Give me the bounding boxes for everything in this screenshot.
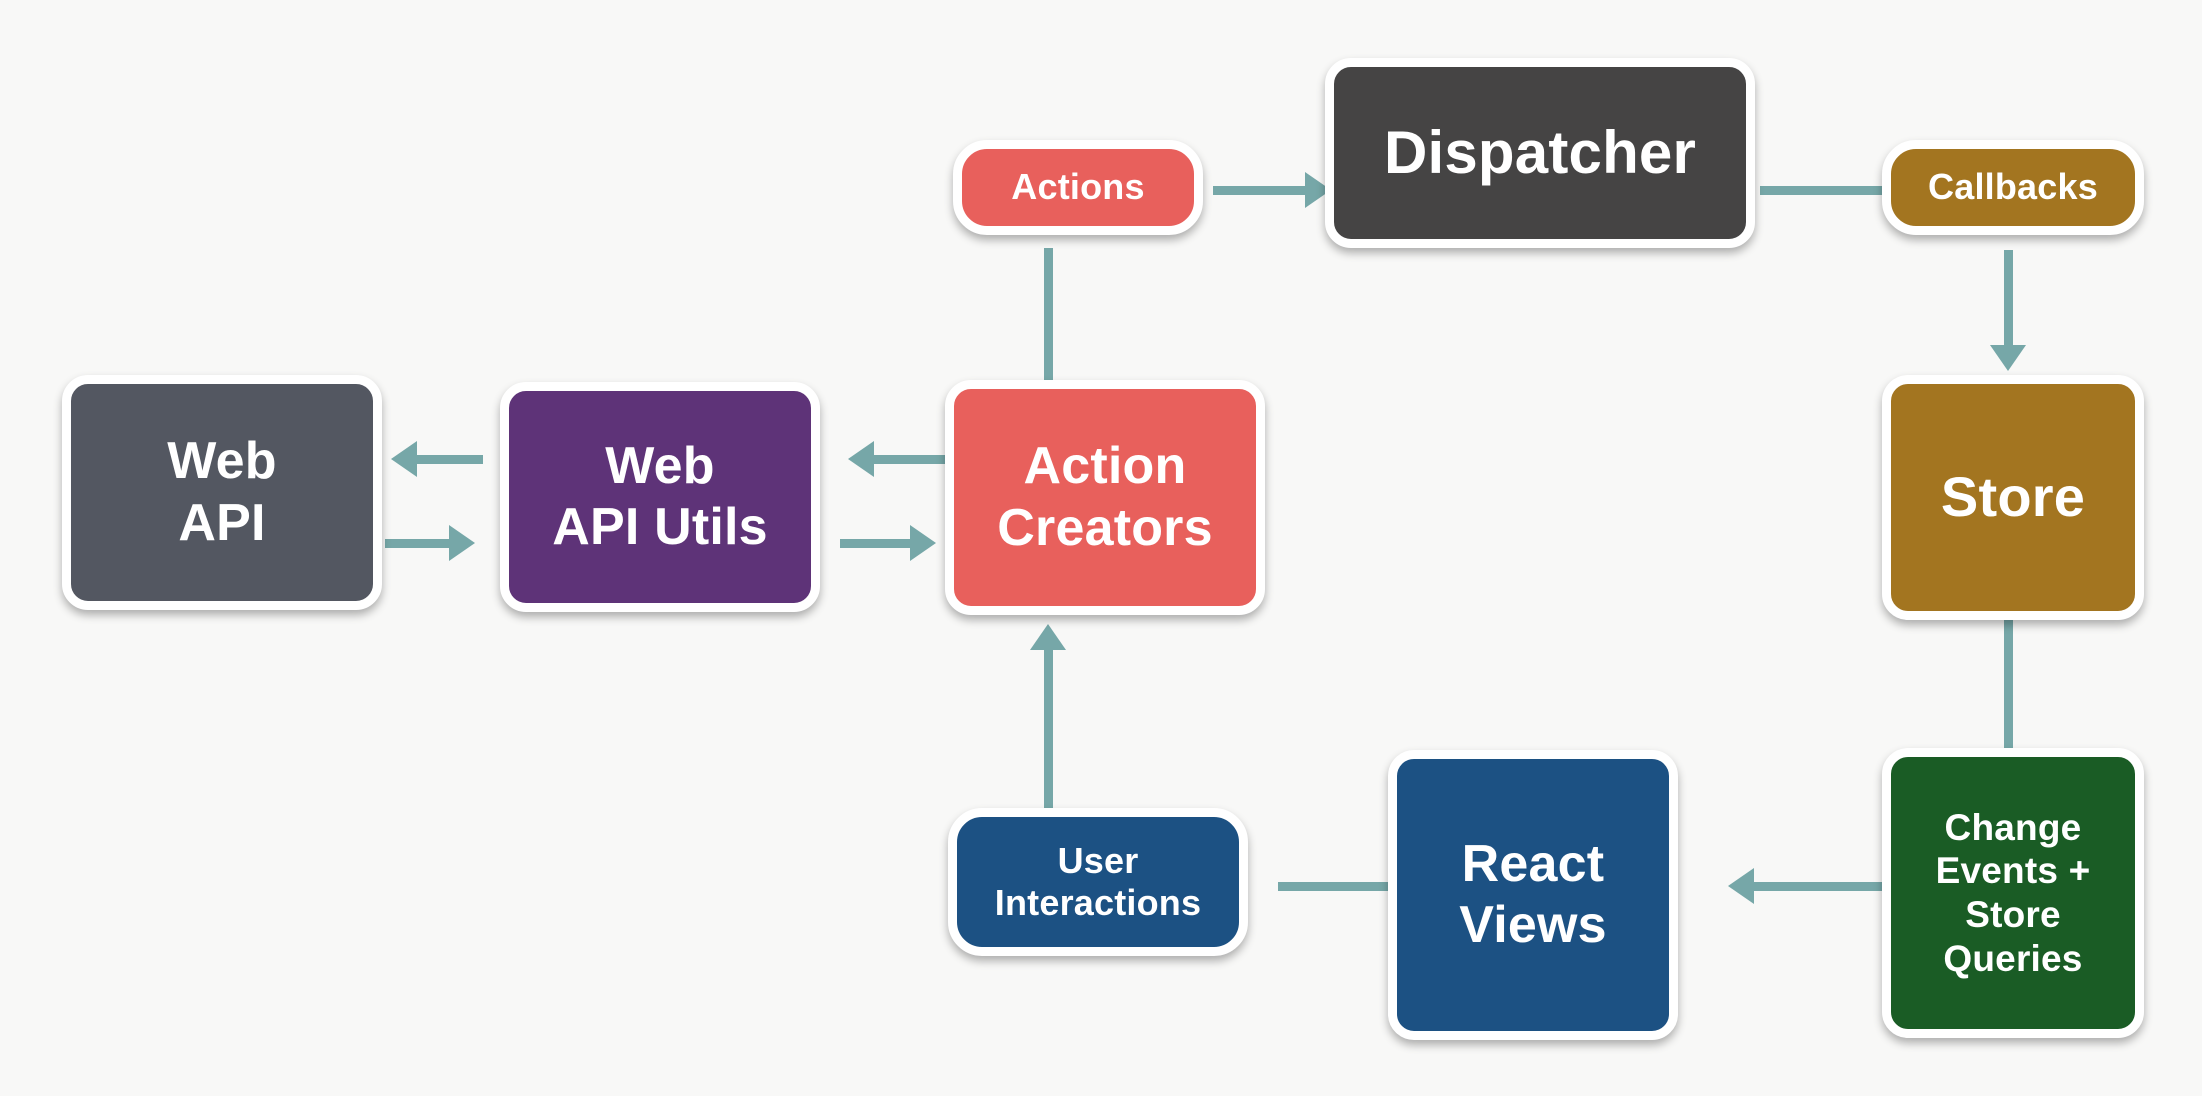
node-dispatcher-label: Dispatcher [1383, 118, 1697, 186]
node-web-api[interactable]: Web API [62, 375, 382, 610]
node-change-events-store-queries-label: Change Events + Store Queries [1935, 806, 2091, 979]
arrowhead-change-events-to-react-views [1728, 868, 1754, 904]
node-callbacks-label: Callbacks [1928, 166, 2098, 208]
node-react-views[interactable]: React Views [1388, 750, 1678, 1040]
edge-actions-to-dispatcher [1213, 186, 1313, 195]
edge-web-api-utils-to-action-creators [840, 539, 918, 548]
edge-react-views-to-user-interactions [1278, 882, 1388, 891]
edge-dispatcher-to-callbacks [1760, 186, 1885, 195]
node-web-api-utils-label: Web API Utils [552, 436, 768, 556]
node-dispatcher[interactable]: Dispatcher [1325, 58, 1755, 248]
edge-web-api-utils-to-web-api [415, 455, 483, 464]
node-store-label: Store [1940, 465, 2086, 529]
arrowhead-web-api-utils-to-web-api [391, 441, 417, 477]
edge-action-creators-to-actions [1044, 248, 1053, 383]
node-web-api-utils[interactable]: Web API Utils [500, 382, 820, 612]
node-actions[interactable]: Actions [953, 140, 1203, 235]
arrowhead-user-interactions-to-action-creators [1030, 624, 1066, 650]
node-actions-label: Actions [1011, 166, 1145, 208]
node-change-events-store-queries[interactable]: Change Events + Store Queries [1882, 748, 2144, 1038]
arrowhead-web-api-to-web-api-utils [449, 525, 475, 561]
arrowhead-callbacks-to-store [1990, 345, 2026, 371]
edge-store-to-change-events [2004, 620, 2013, 750]
arrowhead-web-api-utils-to-action-creators [910, 525, 936, 561]
node-action-creators[interactable]: Action Creators [945, 380, 1265, 615]
edge-web-api-to-web-api-utils [385, 539, 457, 548]
arrowhead-action-creators-to-web-api-utils [848, 441, 874, 477]
edge-action-creators-to-web-api-utils [872, 455, 950, 464]
edge-user-interactions-to-action-creators [1044, 650, 1053, 810]
node-callbacks[interactable]: Callbacks [1882, 140, 2144, 235]
edge-change-events-to-react-views [1752, 882, 1882, 891]
node-react-views-label: React Views [1459, 834, 1607, 954]
node-user-interactions[interactable]: User Interactions [948, 808, 1248, 956]
node-store[interactable]: Store [1882, 375, 2144, 620]
node-action-creators-label: Action Creators [997, 437, 1213, 557]
edge-callbacks-to-store [2004, 250, 2013, 355]
node-user-interactions-label: User Interactions [994, 839, 1202, 923]
node-web-api-label: Web API [167, 432, 277, 552]
